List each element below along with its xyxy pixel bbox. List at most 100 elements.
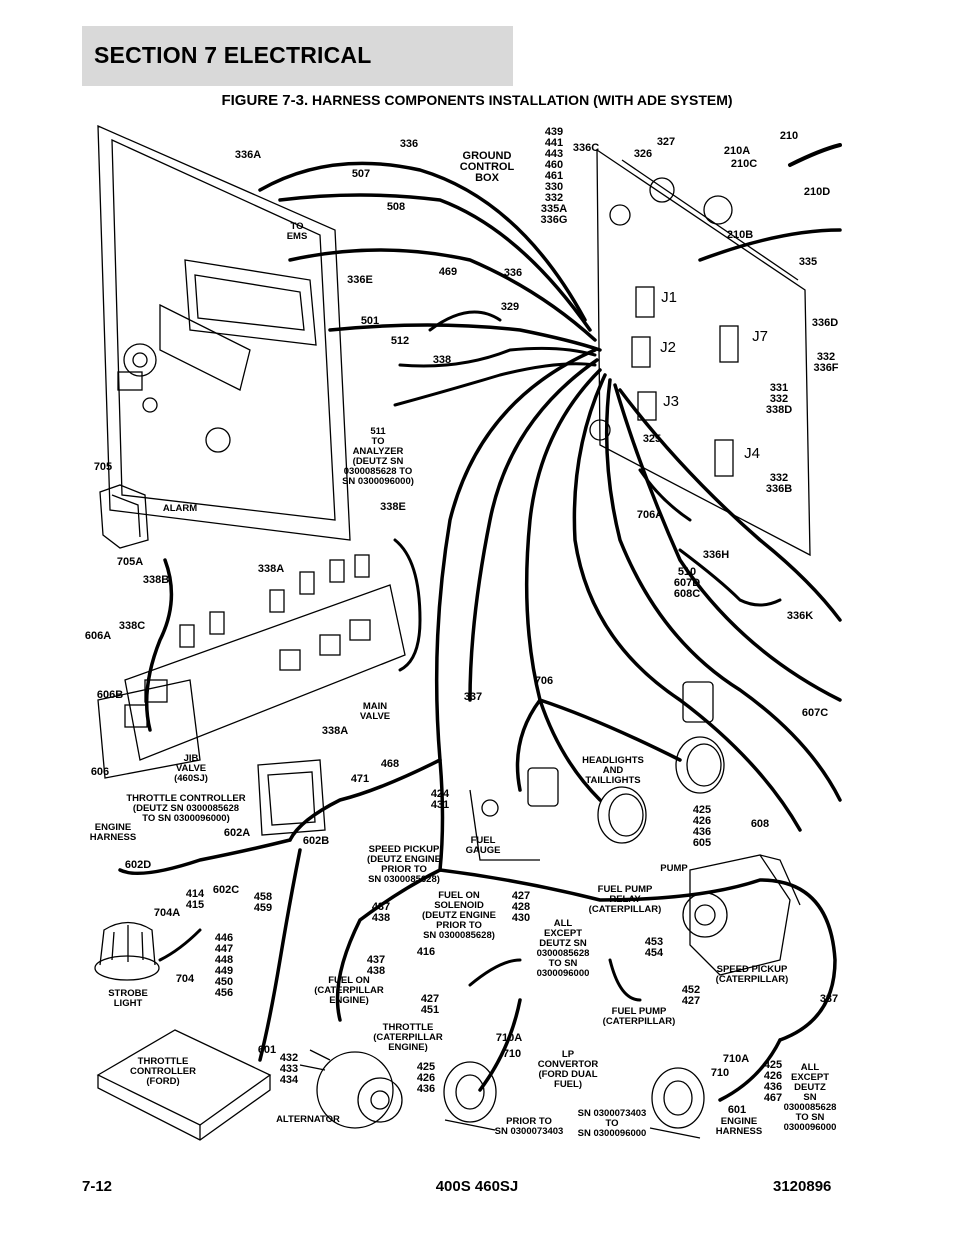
callout-label: 710 bbox=[503, 1048, 521, 1060]
callout-label: 210A bbox=[724, 145, 750, 157]
callout-line: SN 0300073403 bbox=[578, 1108, 647, 1119]
callout-line: RELAY bbox=[609, 894, 641, 905]
callout-line: 511 bbox=[370, 426, 386, 437]
callout-line: 601 bbox=[258, 1044, 276, 1056]
callout-line: 210A bbox=[724, 145, 750, 157]
callout-line: (CATERPILLAR) bbox=[589, 904, 662, 915]
callout-line: 426 bbox=[764, 1070, 782, 1082]
callout-line: JIB bbox=[184, 753, 199, 764]
figure-caption: HARNESS COMPONENTS INSTALLATION (WITH AD… bbox=[312, 92, 733, 108]
connector-j2: J2 bbox=[655, 337, 681, 357]
callout-line: 425 bbox=[764, 1059, 782, 1071]
alarm bbox=[99, 484, 149, 549]
callout-line: 437 bbox=[367, 954, 385, 966]
callout-line: 453 bbox=[645, 936, 663, 948]
connector-label: J1 bbox=[661, 289, 677, 306]
callout-line: 336C bbox=[573, 142, 599, 154]
callout-label: 338B bbox=[143, 574, 169, 586]
callout-line: (DEUTZ SN bbox=[353, 456, 404, 467]
figure-title: FIGURE 7-3. HARNESS COMPONENTS INSTALLAT… bbox=[0, 92, 954, 109]
callout-line: 606A bbox=[85, 630, 111, 642]
callout-line: 512 bbox=[391, 335, 409, 347]
callout-line: 336K bbox=[787, 610, 813, 622]
callout-label: 705A bbox=[117, 556, 143, 568]
callout-line: 436 bbox=[693, 826, 711, 838]
callout-line: 325 bbox=[643, 433, 661, 445]
connector-j1: J1 bbox=[656, 287, 682, 307]
callout-line: (CATERPILLAR) bbox=[603, 1016, 676, 1027]
callout-line: 710A bbox=[496, 1032, 522, 1044]
callout-line: PUMP bbox=[660, 863, 688, 874]
callout-label: 606B bbox=[97, 689, 123, 701]
callout-line: 338 bbox=[433, 354, 451, 366]
callout-line: 510 bbox=[678, 566, 696, 578]
callout-line: PRIOR TO bbox=[436, 920, 482, 931]
callout-line: SOLENOID bbox=[434, 900, 484, 911]
jib-valve bbox=[97, 679, 201, 779]
callout-label: 469 bbox=[439, 266, 457, 278]
callout-line: 329 bbox=[501, 301, 519, 313]
callout-line: 471 bbox=[351, 773, 369, 785]
callout-label: 336K bbox=[787, 610, 813, 622]
callout-line: 710 bbox=[711, 1067, 729, 1079]
callout-label: 338E bbox=[380, 501, 406, 513]
callout-line: DEUTZ bbox=[794, 1082, 826, 1093]
callout-line: GROUND bbox=[463, 150, 512, 162]
callout-line: 606 bbox=[91, 766, 109, 778]
connector-j7: J7 bbox=[747, 326, 773, 346]
callout-label: 337 bbox=[820, 993, 838, 1005]
callout-line: ENGINE bbox=[95, 822, 131, 833]
callout-line: 425 bbox=[693, 804, 711, 816]
connector-label-background bbox=[747, 326, 773, 346]
callout-label: 468 bbox=[381, 758, 399, 770]
callout-line: (DEUTZ ENGINE bbox=[422, 910, 496, 921]
callout-line: EXCEPT bbox=[791, 1072, 829, 1083]
callout-line: 704 bbox=[176, 973, 195, 985]
callout-line: CONTROL bbox=[460, 161, 515, 173]
callout-label: 706 bbox=[535, 675, 553, 687]
callout-line: ANALYZER bbox=[353, 446, 404, 457]
callout-line: 460 bbox=[545, 159, 563, 171]
fuel-gauge bbox=[469, 789, 540, 861]
callout-label: 704 bbox=[176, 973, 195, 985]
callout-label: 501 bbox=[361, 315, 379, 327]
callout-line: ALL bbox=[801, 1062, 820, 1073]
callout-line: TO SN bbox=[549, 958, 578, 969]
callout-line: 414 bbox=[186, 888, 205, 900]
callout-line: 210B bbox=[727, 229, 753, 241]
throttle-controller-deutz bbox=[257, 759, 326, 836]
callout-label: PUMP bbox=[660, 863, 688, 874]
callout-line: 0300085628 bbox=[784, 1102, 837, 1113]
callout-line: 705 bbox=[94, 461, 112, 473]
callout-line: (CATERPILLAR bbox=[314, 985, 384, 996]
callout-line: 431 bbox=[431, 799, 449, 811]
main-valve bbox=[124, 554, 406, 761]
callout-line: HARNESS bbox=[90, 832, 136, 843]
callout-line: 336F bbox=[813, 362, 838, 374]
callout-line: 447 bbox=[215, 943, 233, 955]
callout-line: SPEED PICKUP bbox=[717, 964, 788, 975]
callout-line: 336 bbox=[400, 138, 418, 150]
callout-line: 210 bbox=[780, 130, 798, 142]
callout-line: 0300096000 bbox=[537, 968, 590, 979]
callout-line: CONVERTOR bbox=[538, 1059, 599, 1070]
wiring-harness bbox=[118, 143, 842, 1102]
callout-line: SN 0300073403 bbox=[495, 1126, 564, 1137]
callout-label: 210B bbox=[727, 229, 753, 241]
callout-line: 601 bbox=[728, 1104, 746, 1116]
callout-line: CONTROLLER bbox=[130, 1066, 196, 1077]
callout-line: THROTTLE bbox=[138, 1056, 189, 1067]
callout-line: 427 bbox=[682, 995, 700, 1007]
